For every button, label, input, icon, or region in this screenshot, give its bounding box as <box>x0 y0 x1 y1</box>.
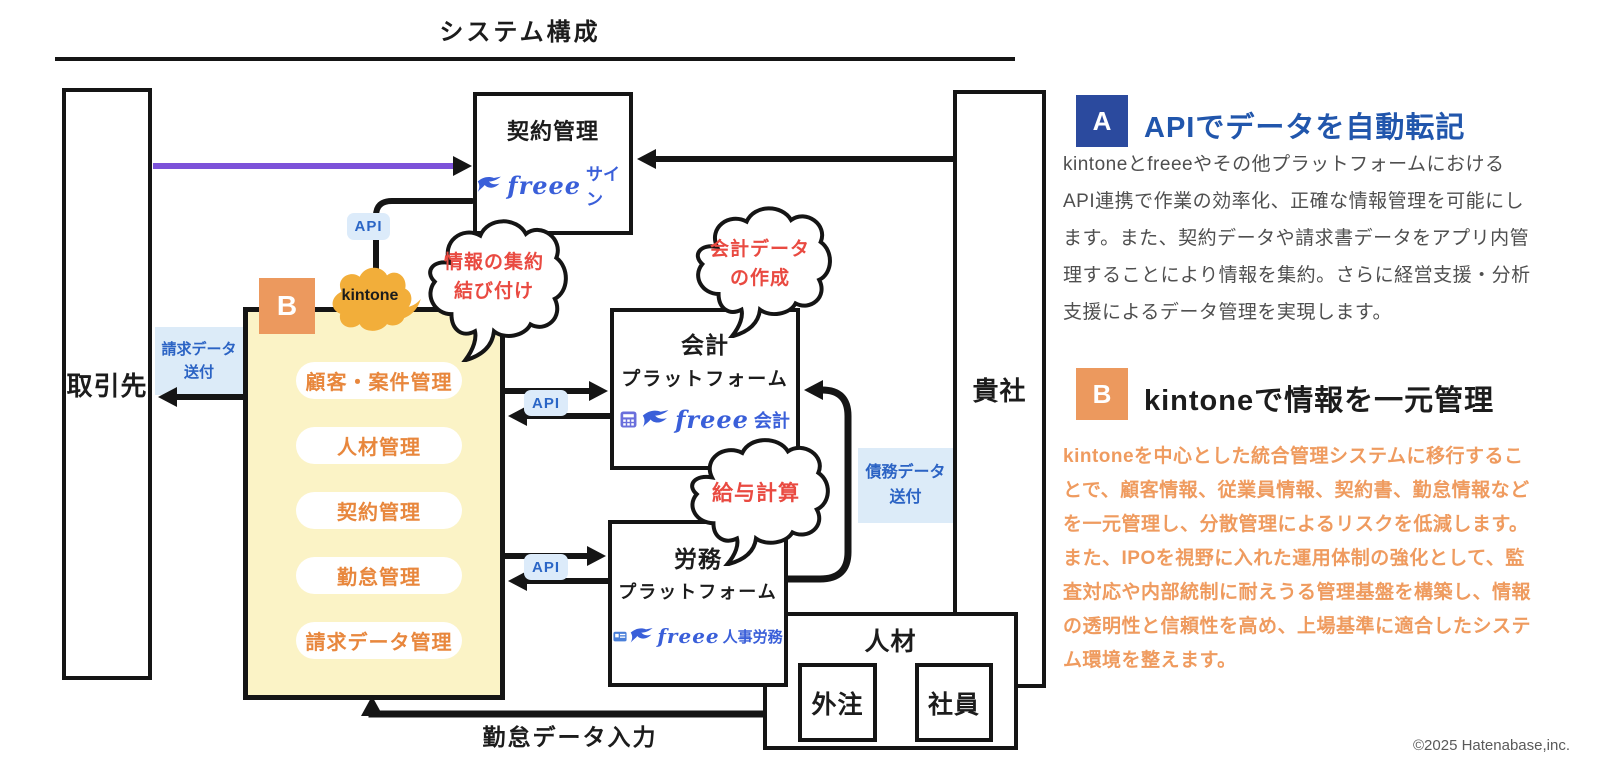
employee-label: 社員 <box>927 690 980 719</box>
box-employee: 社員 <box>915 663 993 742</box>
box-labor-platform: 労務 プラットフォーム freee 人事労務 <box>608 520 788 687</box>
box-outsourced: 外注 <box>798 663 877 742</box>
box-business-partner: 取引先 <box>62 88 152 680</box>
freee-sign-logo: freee サイン <box>477 160 629 210</box>
kintone-item-pill: 請求データ管理 <box>296 622 462 659</box>
accounting-platform-label-2: プラットフォーム <box>621 369 789 390</box>
freee-bird-icon <box>477 176 501 193</box>
id-card-icon <box>613 631 627 641</box>
section-a-badge: A <box>1076 95 1128 147</box>
box-human-resources: 人材 外注 社員 <box>763 612 1018 750</box>
box-contract-management: 契約管理 freee サイン <box>473 92 633 235</box>
box-your-company: 貴社 <box>953 90 1046 688</box>
diagram-title: システム構成 <box>439 19 601 46</box>
section-b-title: kintoneで情報を一元管理 <box>1144 385 1495 417</box>
invoice-data-label: 請求データ 送付 <box>155 327 243 395</box>
bubble-payroll-text: 給与計算 <box>712 482 800 505</box>
section-a-body: kintoneとfreeeやその他プラットフォームにおける API連携で作業の効… <box>1063 154 1531 323</box>
section-b-badge: B <box>1076 368 1128 420</box>
box-accounting-platform: 会計 プラットフォーム freee 会計 <box>610 308 800 470</box>
title-underline <box>55 57 1015 61</box>
debt-data-label: 債務データ 送付 <box>858 448 953 523</box>
kintone-management-box: 顧客・案件管理 人材管理 契約管理 勤怠管理 請求データ管理 <box>243 307 505 700</box>
marker-b-badge: B <box>259 278 315 334</box>
freee-bird-icon <box>630 628 653 643</box>
freee-hr-logo: freee 人事労務 <box>613 624 783 648</box>
attendance-data-label: 勤怠データ入力 <box>482 724 658 750</box>
api-badge-accounting: API <box>524 390 568 416</box>
contract-management-label: 契約管理 <box>506 119 599 144</box>
bubble-accounting-data-text: 会計データ の作成 <box>709 239 810 289</box>
api-badge-labor: API <box>524 554 568 580</box>
labor-platform-label-2: プラットフォーム <box>618 582 778 602</box>
freee-accounting-logo: freee 会計 <box>620 405 790 434</box>
bubble-info-aggregation-text: 情報の集約 結び付け <box>443 252 544 302</box>
your-company-label: 貴社 <box>972 375 1027 406</box>
calculator-icon <box>620 411 637 428</box>
freee-bird-icon <box>642 410 669 428</box>
labor-platform-label-1: 労務 <box>674 546 722 572</box>
kintone-cloud-label: kintone <box>341 287 399 304</box>
copyright-text: ©2025 Hatenabase,inc. <box>1413 737 1570 754</box>
human-resources-label: 人材 <box>864 628 917 656</box>
section-a-title: APIでデータを自動転記 <box>1144 112 1466 144</box>
kintone-item-pill: 契約管理 <box>296 492 462 529</box>
accounting-platform-label-1: 会計 <box>681 332 729 358</box>
api-badge-top: API <box>347 213 390 240</box>
business-partner-label: 取引先 <box>66 370 148 401</box>
kintone-item-pill: 人材管理 <box>296 427 462 464</box>
outsourced-label: 外注 <box>811 690 864 719</box>
kintone-item-pill: 勤怠管理 <box>296 557 462 594</box>
kintone-item-pill: 顧客・案件管理 <box>296 362 462 399</box>
section-b-body: kintoneを中心とした統合管理システムに移行するこ とで、顧客情報、従業員情… <box>1063 446 1532 671</box>
